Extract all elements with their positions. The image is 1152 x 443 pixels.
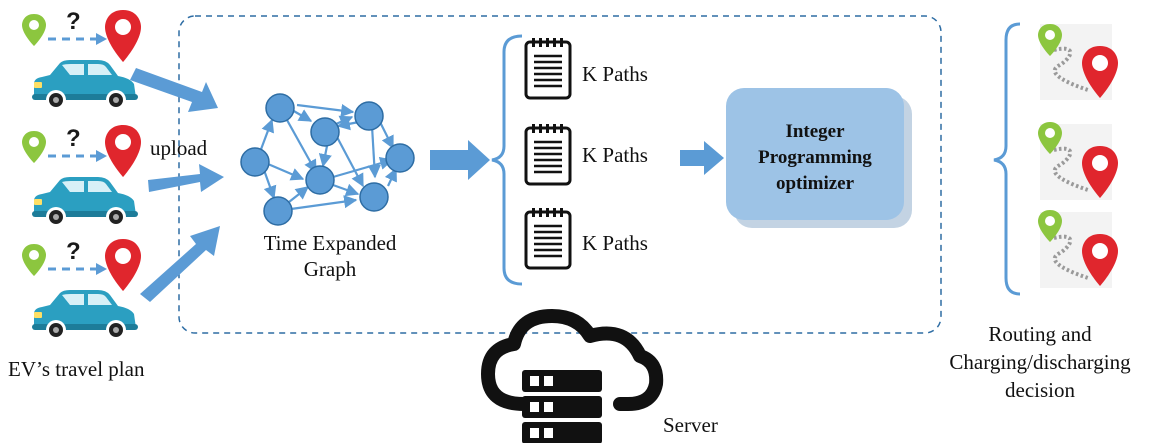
document-icon: [524, 36, 572, 100]
map-pin-icon: [22, 131, 46, 163]
upload-arrows: [130, 68, 224, 302]
map-pin-icon: [105, 125, 141, 177]
paths-label-2: K Paths: [582, 143, 648, 167]
server-boundary: [178, 15, 942, 334]
question-mark: ?: [66, 8, 81, 35]
route-result-2: [1038, 122, 1118, 202]
car-icon: [32, 60, 138, 110]
car-icon: [32, 177, 138, 227]
map-pin-icon: [105, 239, 141, 291]
upload-label: upload: [150, 136, 208, 160]
optimizer-line1: Integer: [785, 121, 845, 142]
map-pin-icon: [22, 14, 46, 46]
result-label-line3: decision: [1005, 378, 1075, 402]
map-pin-icon: [22, 244, 46, 276]
time-expanded-graph: [240, 93, 415, 226]
result-bracket: [993, 22, 1021, 296]
graph-label-line2: Graph: [304, 257, 357, 281]
car-icon: [32, 290, 138, 340]
server-label: Server: [663, 413, 718, 437]
flow-arrow: [680, 141, 724, 175]
document-icon: [524, 122, 572, 186]
document-icon: [524, 206, 572, 270]
route-result-1: [1038, 22, 1118, 102]
travel-plan-1: ?: [22, 8, 141, 110]
optimizer-box: [726, 88, 904, 220]
map-pin-icon: [105, 10, 141, 62]
result-label-line1: Routing and: [988, 322, 1092, 346]
cloud-server-icon: [481, 309, 664, 443]
travel-plan-label: EV’s travel plan: [8, 357, 145, 381]
travel-plan-2: ?: [22, 125, 141, 227]
result-label-line2: Charging/discharging: [949, 350, 1131, 374]
flow-arrow: [430, 140, 490, 180]
optimizer-line3: optimizer: [776, 173, 855, 194]
optimizer-line2: Programming: [758, 147, 872, 168]
travel-plan-3: ?: [22, 238, 141, 340]
paths-label-1: K Paths: [582, 62, 648, 86]
paths-bracket: [491, 34, 523, 286]
graph-label-line1: Time Expanded: [264, 231, 397, 255]
paths-label-3: K Paths: [582, 231, 648, 255]
route-result-3: [1038, 210, 1118, 290]
question-mark: ?: [66, 238, 81, 265]
question-mark: ?: [66, 125, 81, 152]
